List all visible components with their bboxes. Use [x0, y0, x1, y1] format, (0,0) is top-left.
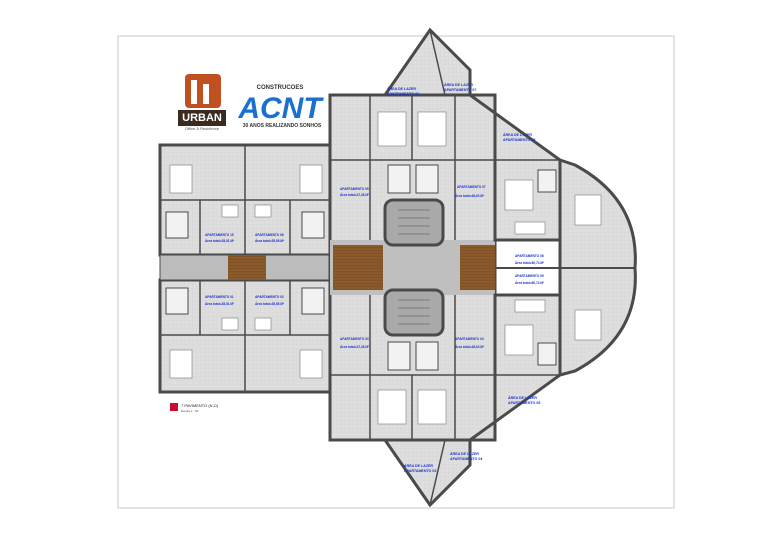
- leisure-07-line1: ÁREA DE LAZER: [444, 82, 473, 87]
- ap06-area: Área total=35,56 M²: [255, 238, 284, 243]
- acnt-logo-top: CONSTRUCOES: [257, 85, 304, 91]
- ap05-area: Área total=47,38 M²: [340, 192, 369, 197]
- ap08-label: APARTAMENTO 08: [515, 254, 544, 258]
- title-marker: [170, 403, 178, 411]
- ap15-label: APARTAMENTO 15: [205, 233, 234, 237]
- ap02-area: Área total=35,56 M²: [255, 301, 284, 306]
- leisure-05-line1: ÁREA DE LAZER: [508, 395, 537, 400]
- ap15-area: Área total=35,51 M²: [205, 238, 234, 243]
- ap09-label: APARTAMENTO 09: [515, 274, 544, 278]
- leisure-05-line2: APARTAMENTO 05: [508, 401, 540, 405]
- leisure-bottom-divider: [429, 439, 446, 506]
- apartment-labels: APARTAMENTO 05 Área total=47,38 M² APART…: [205, 185, 544, 349]
- ap04-area: Área total=48,63 M²: [455, 344, 484, 349]
- leisure-labels: ÁREA DE LAZER APARTAMENTO 06 ÁREA DE LAZ…: [387, 82, 540, 473]
- ap04-label: APARTAMENTO 04: [455, 337, 484, 341]
- sheet-border: [117, 35, 675, 509]
- leisure-04-line2: APARTAMENTO 04: [450, 457, 482, 461]
- title-block: 7 PAVIMENTO (N.O) Escala 1 : 50: [170, 403, 219, 413]
- urban-logo: URBAN Office & Residence: [178, 74, 226, 131]
- ap02-label: APARTAMENTO 02: [255, 295, 284, 299]
- ap01-area: Área total=35,51 M²: [205, 301, 234, 306]
- ap06-label: APARTAMENTO 06: [255, 233, 284, 237]
- central-core: [328, 93, 497, 442]
- ap07-label: APARTAMENTO 07: [457, 185, 486, 189]
- leisure-top-divider: [429, 29, 446, 96]
- acnt-logo: CONSTRUCOES ACNT 30 ANOS REALIZANDO SONH…: [237, 85, 324, 129]
- leisure-07-line2: APARTAMENTO 07: [444, 88, 476, 92]
- leisure-03-line1: ÁREA DE LAZER: [404, 463, 433, 468]
- ap09-area: Área total=60,74 M²: [515, 280, 544, 285]
- acnt-logo-name: ACNT: [237, 92, 324, 125]
- leisure-06-line2: APARTAMENTO 06: [387, 92, 419, 96]
- ap05-label: APARTAMENTO 05: [340, 187, 369, 191]
- ap01-label: APARTAMENTO 01: [205, 295, 234, 299]
- leisure-04-line1: ÁREA DE LAZER: [450, 451, 479, 456]
- left-corridor-wood: [228, 255, 266, 280]
- urban-logo-tagline: Office & Residence: [185, 126, 220, 131]
- title-main: 7 PAVIMENTO (N.O): [181, 403, 219, 408]
- ap08-area: Área total=60,74 M²: [515, 260, 544, 265]
- leisure-top: [382, 27, 472, 97]
- leisure-08-line1: ÁREA DE LAZER: [503, 132, 532, 137]
- ap07-area: Área total=48,63 M²: [455, 193, 484, 198]
- leisure-06-line1: ÁREA DE LAZER: [387, 86, 416, 91]
- acnt-logo-tagline: 30 ANOS REALIZANDO SONHOS: [243, 123, 322, 129]
- right-wing: [465, 93, 637, 442]
- ap03-label: APARTAMENTO 03: [340, 337, 369, 341]
- urban-logo-name: URBAN: [182, 112, 222, 124]
- title-scale: Escala 1 : 50: [181, 409, 199, 413]
- ap03-area: Área total=47,38 M²: [340, 344, 369, 349]
- leisure-08-line2: APARTAMENTO 08: [503, 138, 535, 142]
- leisure-03-line2: APARTAMENTO 03: [404, 469, 436, 473]
- leisure-bottom: [382, 438, 472, 508]
